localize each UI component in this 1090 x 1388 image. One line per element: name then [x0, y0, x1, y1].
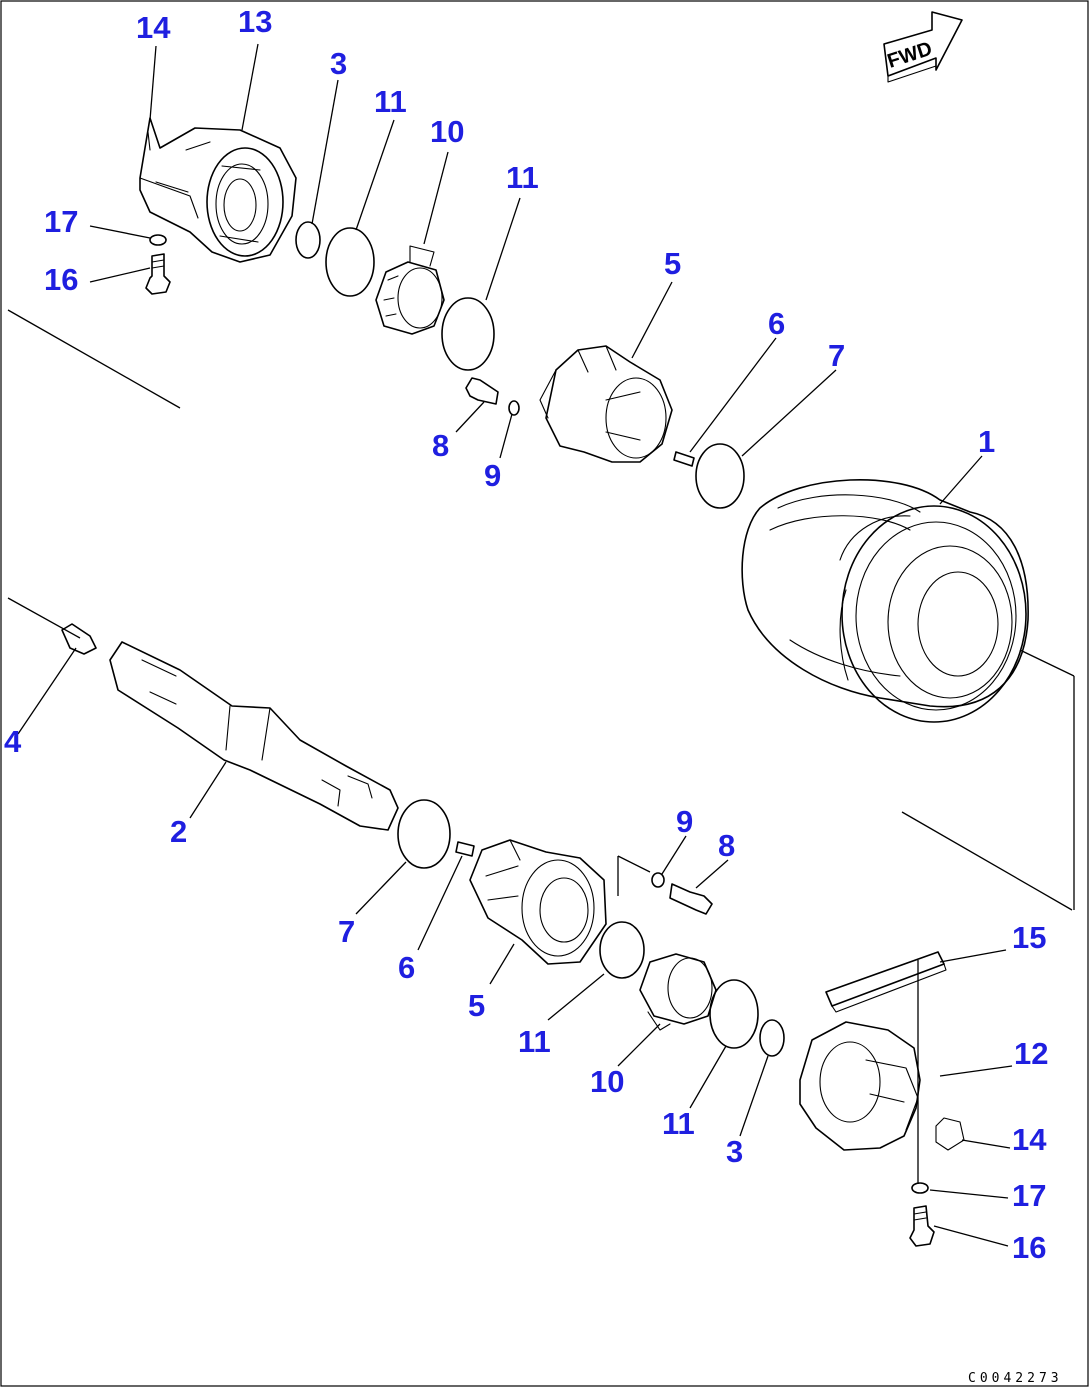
callout-9-bottom: 9	[676, 804, 693, 839]
callout-6-top: 6	[768, 306, 785, 341]
ring-11-bottom-a	[599, 921, 645, 979]
bracket-bottom	[799, 1021, 965, 1151]
bolt-8-top	[465, 377, 499, 405]
callout-11-bottom-a: 11	[518, 1024, 551, 1059]
plug-4	[61, 623, 97, 655]
ring-11-top-b	[441, 297, 495, 371]
callout-7-top: 7	[828, 338, 845, 373]
ring-3-top	[295, 221, 321, 259]
callout-7-bottom: 7	[338, 914, 355, 949]
collar-bottom	[469, 839, 607, 965]
ring-7-top	[695, 443, 745, 509]
seal-bottom	[639, 953, 717, 1031]
drawing-code: C0042273	[968, 1371, 1063, 1386]
callout-11-top-b: 11	[506, 160, 539, 195]
bracket-top	[139, 117, 297, 263]
callout-8-top: 8	[432, 428, 449, 463]
washer-bolt-bottom	[909, 1182, 935, 1247]
callout-5-top: 5	[664, 246, 681, 281]
washer-bolt-top	[145, 234, 171, 295]
callout-14-top: 14	[136, 10, 171, 45]
callout-9-top: 9	[484, 458, 501, 493]
ring-11-top-a	[325, 227, 375, 297]
callout-11-bottom-b: 11	[662, 1106, 695, 1141]
callout-10-top: 10	[430, 114, 464, 149]
callout-16-bottom: 16	[1012, 1230, 1046, 1265]
callout-15: 15	[1012, 920, 1046, 955]
callout-8-bottom: 8	[718, 828, 735, 863]
pin-9-top	[508, 400, 520, 416]
callout-17-bottom: 17	[1012, 1178, 1046, 1213]
track-roller	[741, 479, 1029, 723]
callout-3-bottom: 3	[726, 1134, 743, 1169]
collar-top	[539, 345, 673, 463]
callout-14-bottom: 14	[1012, 1122, 1047, 1157]
seal-top	[375, 245, 445, 335]
callout-numbers: 14 13 3 11 10 11 17 16 5 6 7 8 9 1 4 2 9…	[4, 4, 1048, 1265]
callout-6-bottom: 6	[398, 950, 415, 985]
callout-10-bottom: 10	[590, 1064, 624, 1099]
shaft	[109, 641, 399, 831]
dowel-6-top	[673, 451, 695, 467]
pin-9-bottom	[651, 872, 665, 888]
callout-12: 12	[1014, 1036, 1048, 1071]
direction-arrow-icon: FWD	[883, 11, 963, 83]
ring-3-bottom	[759, 1019, 785, 1057]
callout-11-top-a: 11	[374, 84, 407, 119]
callout-5-bottom: 5	[468, 988, 485, 1023]
callout-16-top: 16	[44, 262, 78, 297]
dowel-6-bottom	[455, 841, 475, 857]
callout-4: 4	[4, 724, 22, 759]
callout-1: 1	[978, 424, 995, 459]
callout-3-top: 3	[330, 46, 347, 81]
bolt-8-bottom	[669, 883, 713, 915]
leader-lines	[17, 43, 1013, 1247]
ring-7-bottom	[397, 799, 451, 869]
assembly-axis-lines	[7, 309, 1075, 911]
callout-2: 2	[170, 814, 187, 849]
callout-17-top: 17	[44, 204, 78, 239]
callout-13: 13	[238, 4, 272, 39]
ring-11-bottom-b	[709, 979, 759, 1049]
